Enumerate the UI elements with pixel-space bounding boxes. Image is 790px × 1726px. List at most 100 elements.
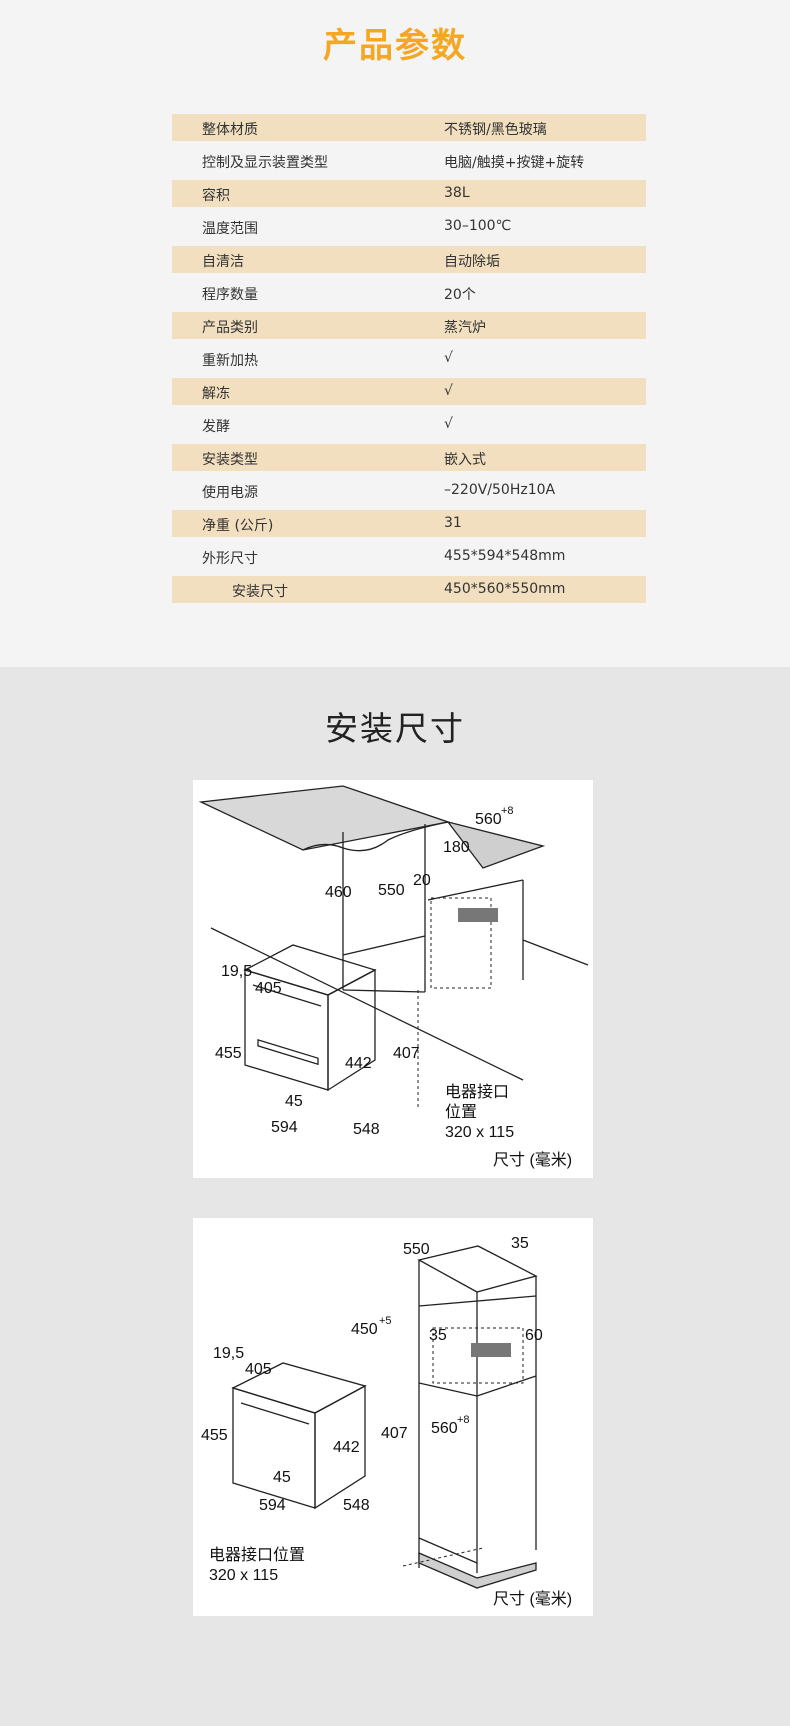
niche-dashed <box>432 1327 524 1384</box>
spec-value: 蒸汽炉 <box>444 320 486 336</box>
dim-45: 45 <box>273 1469 291 1486</box>
dim-60: 60 <box>525 1327 543 1344</box>
dim-560: 560 <box>431 1420 458 1437</box>
install-diagram-tall-cabinet: 550 35 450 +5 35 60 560 +8 19,5 405 455 … <box>193 1218 593 1616</box>
install-title: 安装尺寸 <box>325 709 465 748</box>
dim-550: 550 <box>378 882 405 899</box>
spec-value: –220V/50Hz10A <box>444 482 556 498</box>
connection-label: 电器接口位置 <box>209 1546 305 1564</box>
spec-key: 安装尺寸 <box>232 584 288 600</box>
connection-area <box>471 1343 511 1357</box>
dim-35-mid: 35 <box>429 1327 447 1344</box>
connection-label-1: 电器接口 <box>445 1083 509 1101</box>
spec-key: 发酵 <box>202 419 230 435</box>
connection-area <box>458 908 498 922</box>
countertop-right <box>446 820 546 869</box>
dim-20: 20 <box>413 872 431 889</box>
dim-45: 45 <box>285 1093 303 1110</box>
unit-label: 尺寸 (毫米) <box>493 1150 572 1169</box>
spec-row: 安装类型 嵌入式 <box>172 444 646 471</box>
spec-row: 使用电源 –220V/50Hz10A <box>172 477 646 504</box>
dim-19-5: 19,5 <box>221 963 252 980</box>
spec-value: 31 <box>444 515 462 531</box>
dim-450: 450 <box>351 1321 378 1338</box>
connection-size: 320 x 115 <box>445 1124 514 1141</box>
spec-key: 净重 (公斤) <box>202 518 274 534</box>
spec-key: 重新加热 <box>202 353 258 369</box>
countertop-slab <box>198 785 451 851</box>
dim-594: 594 <box>271 1119 298 1136</box>
dim-548: 548 <box>353 1121 380 1138</box>
spec-row: 发酵 √ <box>172 411 646 438</box>
dim-455: 455 <box>215 1045 242 1062</box>
spec-key: 容积 <box>202 188 230 204</box>
dim-407: 407 <box>393 1045 420 1062</box>
connection-label-2: 位置 <box>445 1103 477 1121</box>
spec-key: 自清洁 <box>202 254 244 270</box>
spec-value: 455*594*548mm <box>444 548 566 564</box>
spec-row: 控制及显示装置类型 电脑/触摸+按键+旋转 <box>172 147 646 174</box>
spec-value: √ <box>444 350 453 366</box>
spec-key: 整体材质 <box>202 122 258 138</box>
spec-key: 安装类型 <box>202 452 258 468</box>
cabinet-shelf-3 <box>476 1375 537 1397</box>
dim-594: 594 <box>259 1497 286 1514</box>
oven-side <box>327 968 376 1092</box>
spec-key: 温度范围 <box>202 221 258 237</box>
spec-key: 使用电源 <box>202 485 258 501</box>
dim-550: 550 <box>403 1241 430 1258</box>
dim-180: 180 <box>443 839 470 856</box>
dim-450-tolerance: +5 <box>379 1315 392 1327</box>
niche-line-top <box>427 879 524 901</box>
cabinet-base-line <box>418 1537 478 1564</box>
spec-row: 容积 38L <box>172 180 646 207</box>
dim-460: 460 <box>325 884 352 901</box>
dim-442: 442 <box>345 1055 372 1072</box>
dim-455: 455 <box>201 1427 228 1444</box>
connection-leader <box>402 1547 484 1567</box>
spec-row: 整体材质 不锈钢/黑色玻璃 <box>172 114 646 141</box>
spec-title: 产品参数 <box>323 26 467 66</box>
dim-560-tolerance: +8 <box>501 805 514 817</box>
cabinet-plinth <box>418 1552 537 1589</box>
spec-row: 解冻 √ <box>172 378 646 405</box>
dim-560: 560 <box>475 811 502 828</box>
dim-405: 405 <box>255 980 282 997</box>
oven-side <box>314 1384 366 1510</box>
dim-560-tolerance: +8 <box>457 1414 470 1426</box>
oven-front <box>232 1387 316 1509</box>
spec-value: √ <box>444 383 453 399</box>
countertop-edge <box>302 821 449 852</box>
spec-key: 解冻 <box>202 386 230 402</box>
spec-value: 450*560*550mm <box>444 581 566 597</box>
spec-value: 30–100℃ <box>444 218 512 234</box>
spec-value: 自动除垢 <box>444 254 500 270</box>
oven-panel-line <box>252 984 322 1007</box>
dim-405: 405 <box>245 1361 272 1378</box>
unit-label: 尺寸 (毫米) <box>493 1589 572 1608</box>
spec-value: 电脑/触摸+按键+旋转 <box>444 155 585 171</box>
spec-row: 自清洁 自动除垢 <box>172 246 646 273</box>
connection-box-dashed <box>430 897 492 989</box>
diagram-1-svg: 560 +8 180 20 460 550 19,5 405 455 442 4… <box>198 785 589 1169</box>
spec-key: 控制及显示装置类型 <box>202 155 328 171</box>
connection-size: 320 x 115 <box>209 1567 278 1584</box>
spec-row: 温度范围 30–100℃ <box>172 213 646 240</box>
install-diagram-countertop: 560 +8 180 20 460 550 19,5 405 455 442 4… <box>193 780 593 1178</box>
niche-line-shelf <box>342 935 426 956</box>
spec-value: 38L <box>444 185 470 201</box>
dim-548: 548 <box>343 1497 370 1514</box>
spec-key: 产品类别 <box>202 320 258 336</box>
spec-value: 20个 <box>444 287 476 303</box>
cabinet-top <box>417 1245 538 1293</box>
oven-handle <box>257 1039 319 1066</box>
diagram-2-svg: 550 35 450 +5 35 60 560 +8 19,5 405 455 … <box>201 1235 572 1608</box>
spec-value: √ <box>444 416 453 432</box>
spec-value: 嵌入式 <box>444 452 486 468</box>
spec-row: 净重 (公斤) 31 <box>172 510 646 537</box>
dim-19-5: 19,5 <box>213 1345 244 1362</box>
spec-value: 不锈钢/黑色玻璃 <box>444 122 547 138</box>
spec-row: 安装尺寸 450*560*550mm <box>172 576 646 603</box>
